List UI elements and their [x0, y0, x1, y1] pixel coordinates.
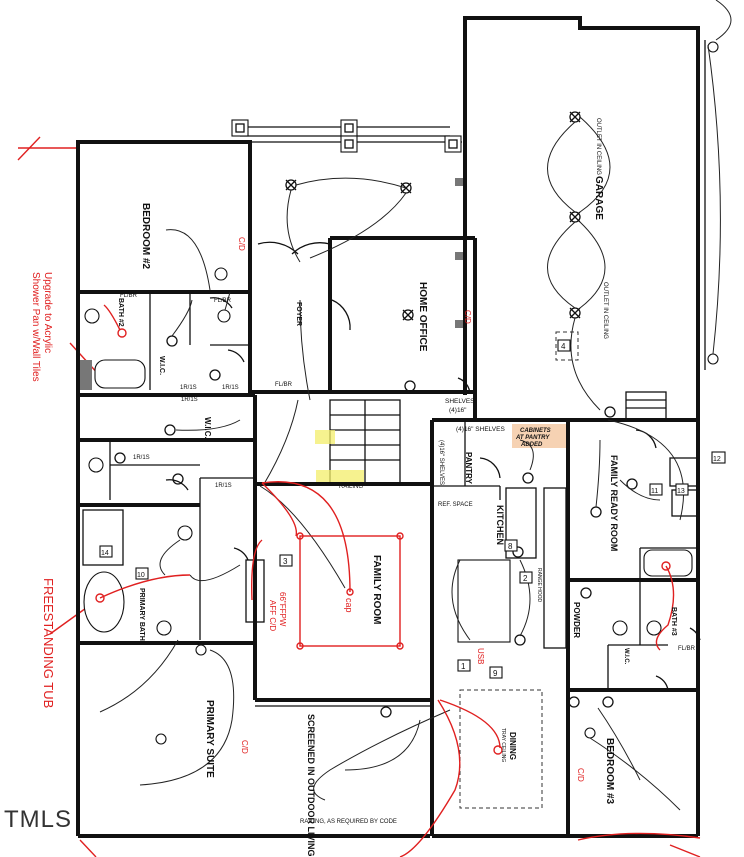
note-fl-br-2: FL/BR: [214, 298, 232, 304]
light-fixtures: [114, 41, 719, 745]
tag-14: 14: [101, 550, 109, 557]
structure-details: [80, 119, 701, 809]
note-tray-ceiling: TRAY CEILING: [500, 728, 506, 762]
note-fl-br-3: FL/BR: [275, 382, 293, 388]
note-hr-1s-5: 1R/1S: [215, 483, 232, 489]
room-labels: BEDROOM #2 BATH #2 W.I.C. FOYER HOME OFF…: [117, 176, 677, 857]
cd-note-3: C/D: [240, 740, 249, 754]
cap-note: cap: [344, 598, 354, 613]
note-fl-br-1: FL/BR: [120, 293, 138, 299]
freestanding-tub-note: FREESTANDING TUB: [41, 578, 56, 708]
tag-10: 10: [137, 572, 145, 579]
room-label-kitchen: KITCHEN: [495, 505, 505, 545]
tag-13: 13: [677, 488, 685, 495]
room-label-pantry: PANTRY: [464, 452, 473, 485]
tag-11: 11: [651, 488, 658, 495]
ffpw-note-1: 66"FFPW: [278, 592, 287, 627]
tag-12: 12: [713, 456, 721, 463]
note-outlet-ceiling-1: OUTLET IN CEILING: [595, 118, 601, 175]
note-hr-1s-3: 1R/1S: [181, 397, 198, 403]
tag-4: 4: [561, 342, 566, 351]
red-wiring: [95, 304, 701, 857]
tag-8: 8: [508, 542, 513, 551]
cd-note-4: C/D: [576, 768, 585, 782]
note-outlet-ceiling-2: OUTLET IN CEILING: [602, 282, 608, 339]
room-label-bedroom3: BEDROOM #3: [604, 738, 615, 805]
note-range-hood: RANGE HOOD: [536, 568, 542, 603]
room-label-family-room: FAMILY ROOM: [371, 555, 382, 624]
note-cabinets-1: CABINETS: [520, 428, 551, 434]
room-label-screened-living: SCREENED IN OUTDOOR LIVING: [306, 714, 316, 857]
note-railing-required: RAILING, AS REQUIRED BY CODE: [300, 819, 397, 825]
walls: [76, 16, 706, 838]
watermark-text: TMLS: [4, 806, 73, 833]
note-railing: RAILING: [339, 484, 363, 490]
note-cabinets-2: AT PANTRY: [515, 435, 550, 441]
upgrade-note-line-1: Upgrade to Acrylic: [42, 272, 53, 353]
usb-note: USB: [476, 648, 485, 664]
room-label-foyer: FOYER: [295, 302, 302, 326]
room-label-garage: GARAGE: [593, 176, 604, 220]
room-label-bath3: BATH #3: [670, 607, 677, 636]
note-cabinets-3: ADDED: [520, 442, 543, 448]
tag-9: 9: [493, 669, 498, 678]
ffpw-note-2: AFF C/D: [268, 600, 277, 631]
room-label-powder: POWDER: [572, 602, 581, 638]
room-label-bedroom2: BEDROOM #2: [140, 203, 151, 270]
room-label-wic-right: W.I.C.: [623, 648, 629, 665]
note-shelves-left: (4)16" SHELVES: [438, 440, 444, 485]
plan-notes: OUTLET IN CEILING OUTLET IN CEILING (4)1…: [120, 118, 696, 825]
tag-2: 2: [523, 574, 528, 583]
red-callout-lines: [17, 136, 701, 857]
note-hr-1s-1: 1R/1S: [180, 385, 197, 391]
tag-3: 3: [283, 557, 288, 566]
wiring: [99, 0, 732, 811]
room-label-home-office: HOME OFFICE: [417, 282, 428, 352]
room-label-bath2: BATH #2: [117, 298, 124, 327]
room-label-dining: DINING: [508, 732, 517, 760]
room-label-wic-mid: W.I.C.: [203, 417, 212, 439]
note-fl-br-4: FL/BR: [678, 646, 696, 652]
room-label-family-ready-room: FAMILY READY ROOM: [609, 455, 619, 551]
note-ref-space: REF. SPACE: [438, 502, 473, 508]
red-annotations: Upgrade to Acrylic Shower Pan w/Wall Til…: [30, 237, 585, 782]
note-hr-1s-2: 1R/1S: [222, 385, 239, 391]
upgrade-note-line-2: Shower Pan w/Wall Tiles: [30, 272, 41, 382]
cd-note-2: C/D: [463, 310, 472, 324]
equipment-tags: 1 2 3 8 9 10 11 12 13 14 4: [99, 339, 726, 679]
note-shelves-office-2: (4)16": [449, 407, 467, 414]
cd-note-1: C/D: [237, 237, 246, 251]
note-hr-1s-4: 1R/1S: [133, 455, 150, 461]
tag-1: 1: [461, 662, 466, 671]
note-shelves-pantry: (4)16" SHELVES: [456, 426, 505, 433]
room-label-primary-bath: PRIMARY BATH: [138, 588, 145, 641]
note-shelves-office-1: SHELVES: [445, 398, 475, 405]
room-label-primary-suite: PRIMARY SUITE: [204, 700, 215, 778]
room-label-wic-upper: W.I.C.: [158, 356, 165, 375]
